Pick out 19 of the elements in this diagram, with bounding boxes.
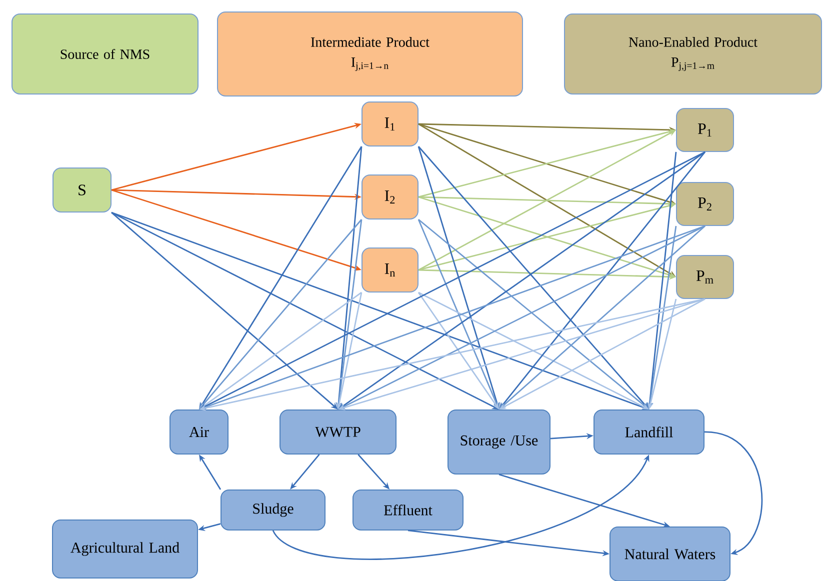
source-box: S [52,168,112,212]
product-box: I$_{n}$ [362,248,418,292]
compartment-box: Landfill [594,409,704,454]
category-box: Intermediate Product I$_{j,i=1→n}$ [217,12,523,96]
product-box: P$_{1}$ [676,108,734,152]
compartment-box: Air [170,409,228,454]
product-box: I$_{1}$ [362,102,418,146]
compartment-box: Storage /Use [448,409,550,474]
product-box: P$_{2}$ [676,182,734,226]
product-box: I$_{2}$ [362,174,418,220]
compartment-box: WWTP [280,409,396,454]
category-box: Source of NMS [12,14,198,94]
compartment-box: Effluent [352,489,464,530]
compartment-box: Sludge [220,489,326,530]
arrow [704,431,763,555]
category-box: Nano-Enabled Product P$_{j,j=1→m}$ [564,14,822,94]
compartment-box: Agricultural Land [52,519,198,578]
compartment-box: Natural Waters [610,526,730,581]
product-box: P$_{m}$ [676,255,734,299]
